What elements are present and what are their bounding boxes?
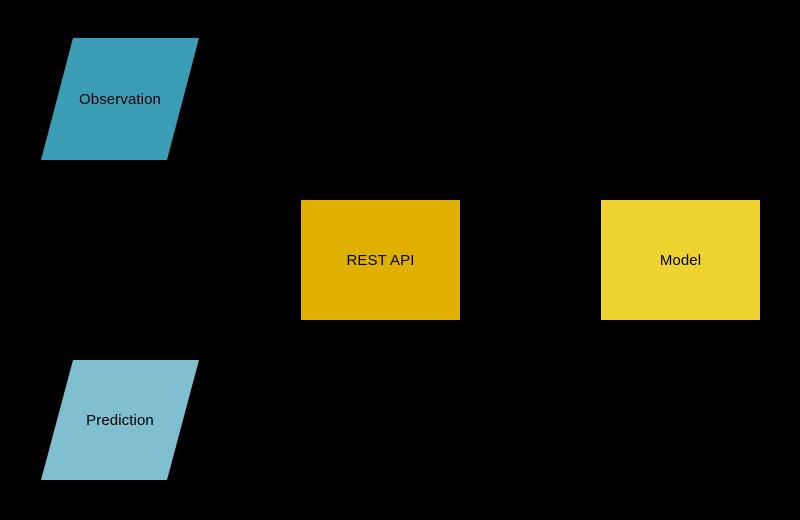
node-model[interactable]: Model: [601, 200, 760, 320]
node-prediction-label: Prediction: [86, 411, 154, 429]
node-rest-api-label: REST API: [346, 251, 415, 269]
rest-api-rectangle-shape: [301, 200, 460, 320]
node-rest-api[interactable]: REST API: [301, 200, 460, 320]
prediction-parallelogram-shape: [41, 360, 199, 480]
observation-parallelogram-shape: [41, 38, 199, 160]
node-observation-label: Observation: [79, 90, 161, 108]
node-observation[interactable]: Observation: [41, 38, 199, 160]
node-prediction[interactable]: Prediction: [41, 360, 199, 480]
node-model-label: Model: [659, 251, 702, 269]
model-rectangle-shape: [601, 200, 760, 320]
